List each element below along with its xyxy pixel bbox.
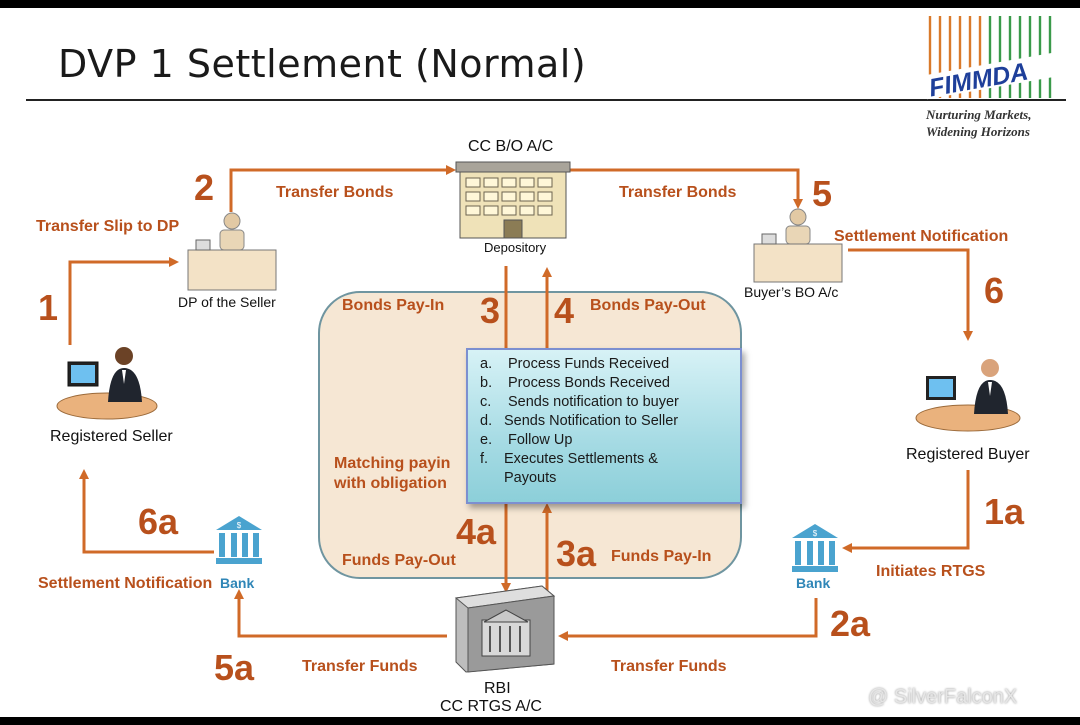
arrow-5a-rbi-to-bank: [234, 589, 447, 638]
process-step: a.Process Funds Received: [480, 356, 670, 372]
logo-tagline-2: Widening Horizons: [926, 124, 1030, 139]
person-at-desk-icon: [187, 212, 277, 291]
bank-left: $: [214, 514, 264, 566]
registered-buyer-figure: [912, 354, 1024, 434]
step-4: 4: [554, 290, 575, 331]
step-2a: 2a: [830, 603, 871, 644]
step-6a: 6a: [138, 501, 179, 542]
arrow-6a-bank-to-seller: [79, 469, 214, 554]
registered-seller-label: Registered Seller: [50, 428, 173, 445]
step-3a: 3a: [556, 533, 597, 574]
step-4a: 4a: [456, 511, 497, 552]
clearing-process-box: a.Process Funds Received b.Process Bonds…: [466, 348, 742, 504]
process-step: d.Sends Notification to Seller: [480, 413, 679, 429]
watermark: @ SilverFalconX: [868, 686, 1018, 708]
step-2: 2: [194, 167, 215, 208]
process-step: b.Process Bonds Received: [480, 375, 670, 391]
dp-seller-label: DP of the Seller: [178, 294, 276, 310]
step-3: 3: [480, 290, 501, 331]
label-settlement-notification-right: Settlement Notification: [834, 228, 1009, 245]
page-title: DVP 1 Settlement (Normal): [58, 42, 587, 86]
label-transfer-funds-left: Transfer Funds: [302, 658, 418, 675]
label-transfer-bonds-right: Transfer Bonds: [619, 184, 737, 201]
label-bonds-pay-out: Bonds Pay-Out: [590, 297, 706, 314]
step-5: 5: [812, 173, 833, 214]
label-transfer-funds-right: Transfer Funds: [611, 658, 727, 675]
bank-icon: $: [216, 516, 262, 564]
label-matching-line2: with obligation: [334, 475, 447, 492]
arrow-5-depository-to-buyer-bo: [570, 168, 803, 209]
label-funds-pay-in: Funds Pay-In: [611, 548, 712, 565]
step-1a: 1a: [984, 491, 1025, 532]
buyer-bo-label: Buyer’s BO A/c: [744, 284, 839, 300]
label-settlement-notification-left: Settlement Notification: [38, 575, 213, 592]
process-step: Payouts: [504, 470, 557, 486]
arrow-2a-bank-to-rbi: [558, 598, 818, 641]
person-at-desk-icon: [56, 347, 158, 420]
process-step: c.Sends notification to buyer: [480, 394, 679, 410]
vault-icon: [454, 585, 556, 673]
bank-icon: $: [792, 524, 838, 572]
buyer-bo-desk: [752, 208, 844, 284]
step-1: 1: [38, 287, 59, 328]
arrow-6-buyer-bo-to-buyer: [848, 248, 973, 341]
step-5a: 5a: [214, 647, 255, 688]
label-transfer-bonds-left: Transfer Bonds: [276, 184, 394, 201]
rbi-label: RBI: [484, 680, 511, 697]
svg-text:$: $: [237, 521, 242, 530]
registered-seller-figure: [54, 344, 160, 422]
bank-right: $: [790, 522, 840, 574]
label-matching-line1: Matching payin: [334, 455, 451, 472]
depository-account-label: CC B/O A/C: [468, 138, 554, 155]
step-6: 6: [984, 270, 1005, 311]
svg-text:$: $: [813, 529, 818, 538]
registered-buyer-label: Registered Buyer: [906, 446, 1030, 463]
person-at-desk-icon: [753, 208, 843, 283]
title-rule: [26, 99, 1066, 101]
label-initiates-rtgs: Initiates RTGS: [876, 563, 986, 580]
building-icon: [455, 161, 571, 239]
flow-arrows: [68, 165, 973, 641]
label-transfer-slip: Transfer Slip to DP: [36, 218, 180, 235]
depository-building: [454, 160, 572, 240]
person-at-desk-icon: [915, 359, 1021, 432]
fimmda-logo-icon: FIMMDA: [922, 16, 1058, 103]
slide: DVP 1 Settlement (Normal) FIMMDA Nurturi…: [0, 8, 1080, 717]
bank-right-label: Bank: [796, 575, 831, 591]
process-step: f.Executes Settlements &: [480, 451, 658, 467]
fimmda-logo: FIMMDA: [922, 14, 1062, 104]
process-step: e.Follow Up: [480, 432, 573, 448]
logo-tagline-1: Nurturing Markets,: [926, 107, 1032, 122]
rbi-vault: [450, 582, 558, 674]
label-bonds-pay-in: Bonds Pay-In: [342, 297, 445, 314]
label-funds-pay-out: Funds Pay-Out: [342, 552, 456, 569]
rbi-account-label: CC RTGS A/C: [440, 698, 542, 715]
bank-left-label: Bank: [220, 575, 255, 591]
arrow-2-dp-to-depository: [229, 165, 456, 212]
arrow-1-seller-to-dp: [68, 257, 179, 345]
depository-label: Depository: [484, 240, 547, 255]
dp-seller-desk: [186, 212, 278, 292]
arrow-1a-buyer-to-bank: [842, 470, 970, 553]
